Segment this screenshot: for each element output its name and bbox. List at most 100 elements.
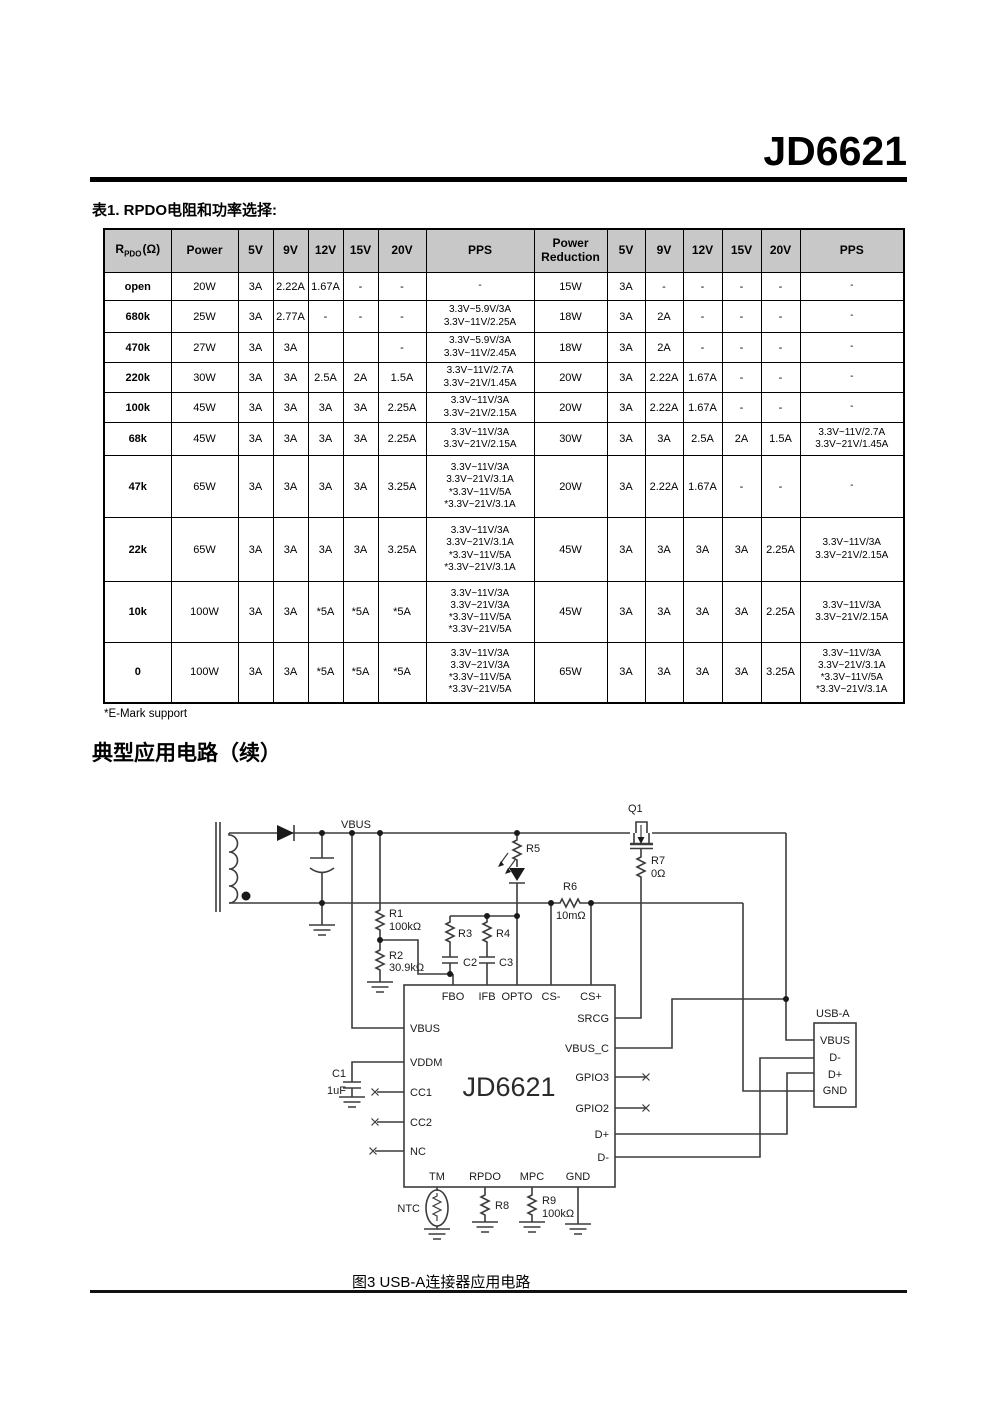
section-heading: 典型应用电路（续） — [92, 742, 281, 765]
table-cell: 18W — [533, 300, 608, 333]
row-header: 220k — [103, 362, 172, 393]
table-cell: 3A — [606, 422, 646, 456]
r7-value: 0Ω — [651, 868, 665, 880]
pin-label-mpc: MPC — [520, 1171, 545, 1183]
table-cell: *5A — [307, 642, 344, 703]
table-cell: 3.3V~11V/3A 3.3V~21V/3.1A *3.3V~11V/5A *… — [799, 642, 905, 703]
pin-label-cs-minus: CS- — [542, 991, 561, 1003]
chip-body — [403, 984, 616, 1188]
table-cell: 3A — [307, 422, 344, 456]
row-header: 0 — [103, 642, 172, 703]
table-cell: 3A — [342, 517, 379, 582]
r7-label: R7 — [651, 855, 665, 867]
table-cell: 18W — [533, 332, 608, 363]
table-cell: 3.3V~11V/3A 3.3V~21V/2.15A — [799, 581, 905, 643]
table-cell: 3.3V~11V/3A 3.3V~21V/3A *3.3V~11V/5A *3.… — [425, 581, 535, 643]
table-cell: 3A — [272, 422, 309, 456]
table-cell: - — [377, 272, 427, 301]
rpdo-table-container: RPDO (Ω) Power 5V 9V 12V 15V 20V PPS Pow… — [103, 228, 905, 704]
table-cell: 2.5A — [682, 422, 723, 456]
resistor-r3: R3 — [445, 916, 472, 957]
row-header: open — [103, 272, 172, 301]
table-cell: 3.25A — [377, 455, 427, 518]
resistor-r5: R5 — [512, 833, 540, 867]
table-cell: - — [682, 300, 723, 333]
resistor-r8: R8 — [471, 1187, 509, 1233]
col-header: PPS — [799, 228, 905, 273]
table-cell: 3A — [721, 517, 762, 582]
application-circuit-schematic: VBUS R6 10mΩ R1 100kΩ R2 30.9kΩ R3 C2 — [215, 803, 857, 1240]
table-cell: - — [721, 362, 762, 393]
table-cell: 3A — [237, 642, 274, 703]
table-cell: *5A — [342, 581, 379, 643]
table-cell: 3A — [682, 642, 723, 703]
table-cell: 100W — [170, 581, 239, 643]
table-cell: - — [644, 272, 684, 301]
table-cell: 15W — [533, 272, 608, 301]
q1-output-wire — [652, 832, 814, 1041]
table-cell: 3A — [237, 272, 274, 301]
col-header: 9V — [272, 228, 309, 273]
table-cell: - — [342, 272, 379, 301]
table-cell: 2.5A — [307, 362, 344, 393]
table-cell: - — [425, 272, 535, 301]
table-cell: - — [721, 392, 762, 423]
table-cell: 2A — [721, 422, 762, 456]
table-cell: 1.5A — [760, 422, 801, 456]
transformer-symbol — [215, 822, 251, 912]
table-cell: 65W — [533, 642, 608, 703]
pin-label-gnd: GND — [566, 1171, 591, 1183]
gnd-pin-ground — [564, 1187, 592, 1235]
table-cell: 65W — [170, 517, 239, 582]
r9-value: 100kΩ — [542, 1208, 574, 1220]
table-cell: 3A — [307, 455, 344, 518]
table-cell: 3A — [606, 642, 646, 703]
ntc-thermistor: NTC — [397, 1187, 451, 1240]
table-cell: 3A — [606, 272, 646, 301]
table-cell: 3A — [272, 392, 309, 423]
pin-label-ifb: IFB — [478, 991, 495, 1003]
table-cell: 3A — [237, 581, 274, 643]
resistor-r1: R1 100kΩ — [375, 833, 421, 948]
table-cell: 3A — [606, 362, 646, 393]
rectifier-diode — [277, 825, 295, 841]
table-cell: 3A — [342, 455, 379, 518]
table-cell: 3A — [342, 422, 379, 456]
resistor-r9: R9 100kΩ — [518, 1187, 574, 1233]
table-cell: 3.25A — [377, 517, 427, 582]
row-header: 22k — [103, 517, 172, 582]
pin-label-nc: NC — [410, 1146, 426, 1158]
table-cell: 2.25A — [760, 581, 801, 643]
table-cell: *5A — [307, 581, 344, 643]
table-cell: - — [799, 300, 905, 333]
figure-caption: 图3 USB-A连接器应用电路 — [352, 1274, 531, 1291]
pin-label-dminus: D- — [597, 1152, 609, 1164]
r9-label: R9 — [542, 1195, 556, 1207]
pin-label-cc2: CC2 — [410, 1117, 432, 1129]
table-cell: 2.22A — [644, 455, 684, 518]
table-cell: 65W — [170, 455, 239, 518]
c1-label: C1 — [332, 1068, 346, 1080]
table-cell: 3A — [307, 392, 344, 423]
table-cell: 3.3V~11V/3A 3.3V~21V/3A *3.3V~11V/5A *3.… — [425, 642, 535, 703]
pin-label-vbus: VBUS — [410, 1023, 440, 1035]
emark-footnote: *E-Mark support — [104, 708, 188, 720]
table-cell: *5A — [377, 581, 427, 643]
chip-name: JD6621 — [462, 1072, 555, 1102]
table-cell: 2.22A — [644, 392, 684, 423]
table-cell: 3A — [237, 392, 274, 423]
resistor-r7: R7 0Ω — [615, 854, 665, 1019]
doc-title: JD6621 — [763, 128, 907, 174]
dplus-wire — [615, 1072, 814, 1135]
table-cell: - — [760, 300, 801, 333]
col-header: Power Reduction — [533, 228, 608, 273]
table-cell: 27W — [170, 332, 239, 363]
table-cell: 3A — [272, 581, 309, 643]
r1-label: R1 — [389, 908, 403, 920]
col-header: 15V — [721, 228, 762, 273]
vbus-c-wire — [615, 998, 786, 1049]
